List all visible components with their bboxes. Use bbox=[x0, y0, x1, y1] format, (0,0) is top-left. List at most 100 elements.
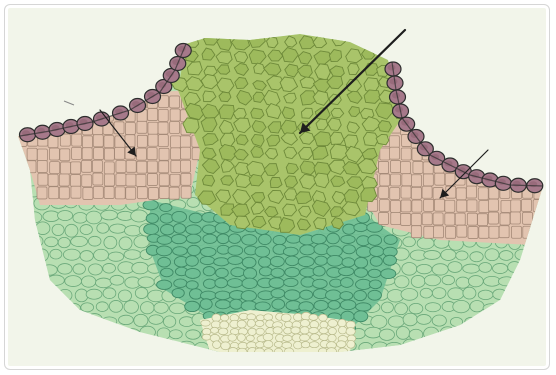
hypodermis-cell bbox=[159, 161, 169, 173]
vascular-cell bbox=[259, 267, 272, 276]
vascular-cell bbox=[313, 266, 325, 276]
vascular-cell bbox=[355, 257, 368, 268]
parenchyma-cell bbox=[119, 237, 132, 250]
parenchyma-cell bbox=[508, 158, 521, 168]
parenchyma-cell bbox=[372, 342, 388, 354]
vascular-cell bbox=[230, 299, 243, 309]
hypodermis-cell bbox=[126, 187, 136, 199]
pith-cell bbox=[255, 348, 265, 356]
parenchyma-cell bbox=[29, 265, 43, 276]
vascular-cell bbox=[215, 291, 230, 300]
vascular-cell bbox=[271, 289, 285, 298]
vascular-cell bbox=[185, 301, 200, 311]
hypodermis-cell bbox=[433, 213, 443, 225]
pith-cell bbox=[264, 314, 273, 321]
parenchyma-cell bbox=[187, 197, 199, 207]
parenchyma-cell bbox=[86, 289, 102, 299]
hypodermis-cell bbox=[126, 174, 136, 186]
hypodermis-cell bbox=[511, 200, 521, 212]
parenchyma-cell bbox=[477, 341, 492, 353]
vascular-cell bbox=[146, 214, 158, 224]
hypodermis-cell bbox=[93, 186, 103, 198]
parenchyma-cell bbox=[417, 264, 432, 273]
parenchyma-cell bbox=[157, 328, 170, 339]
parenchyma-cell bbox=[402, 262, 417, 275]
vascular-cell bbox=[231, 268, 245, 277]
hypodermis-cell bbox=[148, 134, 158, 146]
vascular-cell bbox=[356, 303, 371, 311]
hypodermis-cell bbox=[445, 200, 455, 212]
hypodermis-cell bbox=[125, 123, 135, 135]
hypodermis-cell bbox=[466, 186, 476, 198]
parenchyma-cell bbox=[88, 236, 101, 246]
collenchyma-cell bbox=[361, 188, 377, 202]
parenchyma-cell bbox=[523, 159, 540, 170]
pith-cell bbox=[338, 348, 348, 355]
parenchyma-cell bbox=[499, 301, 513, 312]
hypodermis-cell bbox=[158, 122, 168, 134]
parenchyma-cell bbox=[483, 304, 500, 313]
pith-cell bbox=[255, 320, 264, 326]
parenchyma-cell bbox=[169, 303, 185, 314]
parenchyma-cell bbox=[289, 354, 303, 364]
parenchyma-cell bbox=[215, 355, 230, 367]
parenchyma-cell bbox=[470, 300, 484, 311]
hypodermis-cell bbox=[457, 225, 467, 237]
pith-cell bbox=[247, 319, 255, 327]
vascular-cell bbox=[173, 247, 188, 256]
pith-cell bbox=[300, 319, 309, 326]
parenchyma-cell bbox=[529, 251, 545, 261]
hypodermis-cell bbox=[71, 186, 81, 198]
pith-cell bbox=[212, 314, 221, 322]
pith-cell bbox=[213, 341, 221, 349]
hypodermis-cell bbox=[38, 173, 48, 185]
vascular-cell bbox=[216, 300, 231, 309]
parenchyma-cell bbox=[500, 328, 513, 339]
hypodermis-cell bbox=[435, 173, 445, 185]
parenchyma-cell bbox=[540, 314, 552, 327]
vascular-cell bbox=[228, 256, 243, 264]
hypodermis-cell bbox=[170, 96, 180, 108]
vascular-cell bbox=[327, 255, 343, 266]
hypodermis-cell bbox=[125, 135, 135, 147]
hypodermis-cell bbox=[479, 226, 489, 238]
parenchyma-cell bbox=[45, 237, 58, 247]
parenchyma-cell bbox=[493, 289, 507, 299]
hypodermis-cell bbox=[435, 199, 445, 211]
vascular-cell bbox=[186, 256, 199, 267]
vascular-cell bbox=[381, 269, 396, 279]
hypodermis-cell bbox=[59, 187, 69, 199]
parenchyma-cell bbox=[50, 354, 67, 364]
parenchyma-cell bbox=[134, 314, 148, 326]
hypodermis-cell bbox=[434, 226, 444, 238]
collenchyma-cell bbox=[330, 132, 344, 144]
parenchyma-cell bbox=[34, 278, 47, 287]
parenchyma-cell bbox=[424, 275, 440, 286]
hypodermis-cell bbox=[380, 148, 390, 160]
hypodermis-cell bbox=[389, 136, 399, 148]
hypodermis-cell bbox=[93, 173, 103, 185]
vascular-cell bbox=[241, 291, 256, 301]
pith-cell bbox=[202, 334, 211, 340]
vascular-cell bbox=[259, 234, 272, 244]
parenchyma-cell bbox=[97, 223, 109, 233]
hypodermis-cell bbox=[510, 212, 520, 224]
parenchyma-cell bbox=[110, 275, 124, 285]
parenchyma-cell bbox=[148, 340, 162, 353]
pith-cell bbox=[221, 314, 229, 320]
parenchyma-cell bbox=[50, 301, 63, 311]
parenchyma-cell bbox=[456, 277, 470, 288]
pith-cell bbox=[346, 328, 355, 336]
vascular-cell bbox=[315, 256, 327, 265]
vascular-cell bbox=[368, 235, 382, 245]
parenchyma-cell bbox=[470, 252, 483, 262]
pith-cell bbox=[300, 334, 310, 341]
vascular-cell bbox=[269, 278, 284, 288]
parenchyma-cell bbox=[450, 317, 462, 326]
parenchyma-cell bbox=[28, 235, 43, 247]
vascular-cell bbox=[342, 258, 355, 267]
parenchyma-cell bbox=[41, 315, 57, 325]
parenchyma-cell bbox=[365, 353, 380, 365]
parenchyma-cell bbox=[29, 313, 43, 325]
hypodermis-cell bbox=[48, 174, 58, 186]
